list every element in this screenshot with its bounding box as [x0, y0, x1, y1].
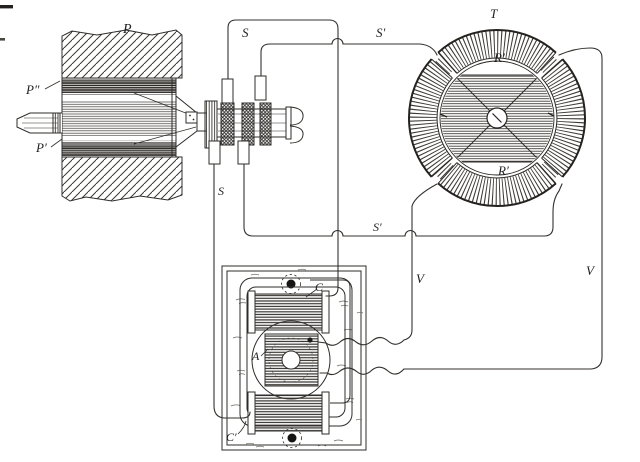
label-coil-top: C [315, 280, 324, 294]
slip-ring [241, 102, 255, 146]
wire-s1-upper [260, 38, 438, 77]
hub-keyway [492, 113, 502, 123]
wire-s1-lower [243, 163, 563, 237]
brush-top-1 [221, 78, 234, 104]
motor-device [221, 265, 367, 451]
brush-bottom-2 [237, 140, 250, 165]
lead-wavy-lower [319, 366, 405, 376]
terminal-hook [289, 106, 304, 126]
wire-v-left [403, 183, 438, 341]
armature-terminal [307, 337, 313, 343]
label-armature: A [251, 349, 260, 363]
wire-s-top-brush [227, 19, 339, 297]
wall-support [61, 29, 183, 202]
label-wall: P [122, 22, 132, 37]
commutator [204, 75, 304, 165]
circuit-wires [213, 19, 603, 419]
wire-s-bottom-brush [213, 163, 251, 419]
wood-grain [230, 268, 364, 448]
motor-coil-top [247, 290, 330, 334]
label-wire-s-top: S [242, 25, 249, 40]
label-v-left: V [416, 271, 426, 286]
label-ring-core-upper: R′ [493, 50, 505, 65]
brush-bottom-1 [208, 140, 221, 165]
ring-gap-wedges [435, 56, 559, 180]
motor-coil-bottom [247, 391, 330, 435]
ring-armature [408, 29, 586, 207]
label-line-top: S′ [376, 25, 386, 40]
label-cylinder-upper: P″ [25, 82, 40, 97]
leader-line [133, 126, 197, 145]
label-line-mid: S′ [373, 220, 382, 234]
figure-labels: P P″ P′ S S′ S S′ T R′ R′ V V C A C′ [25, 6, 596, 444]
brush-top-2 [254, 75, 267, 101]
pole-mark [439, 113, 448, 118]
wall-upper-block [61, 29, 183, 79]
terminal-hook [289, 125, 304, 144]
label-v-right: V [586, 263, 596, 278]
wall-lower-block [61, 156, 183, 202]
slip-ring [259, 102, 272, 146]
wire-v-right [403, 47, 603, 370]
label-leaders [44, 80, 318, 435]
slip-ring [220, 102, 235, 146]
label-cylinder-lower: P′ [35, 140, 47, 155]
internal-wire [310, 279, 351, 404]
label-wire-s-bottom: S [218, 184, 224, 198]
pole-mark [547, 112, 555, 117]
label-ring-core-lower: R′ [497, 163, 509, 178]
motor-armature-hub [281, 350, 301, 370]
label-ring: T [490, 6, 498, 21]
plate-edge-marks [0, 5, 13, 41]
label-coil-bottom: C′ [226, 430, 237, 444]
generator-cylinder [16, 77, 207, 158]
ring-outlines [408, 29, 586, 207]
lead-wavy-upper [317, 336, 405, 346]
